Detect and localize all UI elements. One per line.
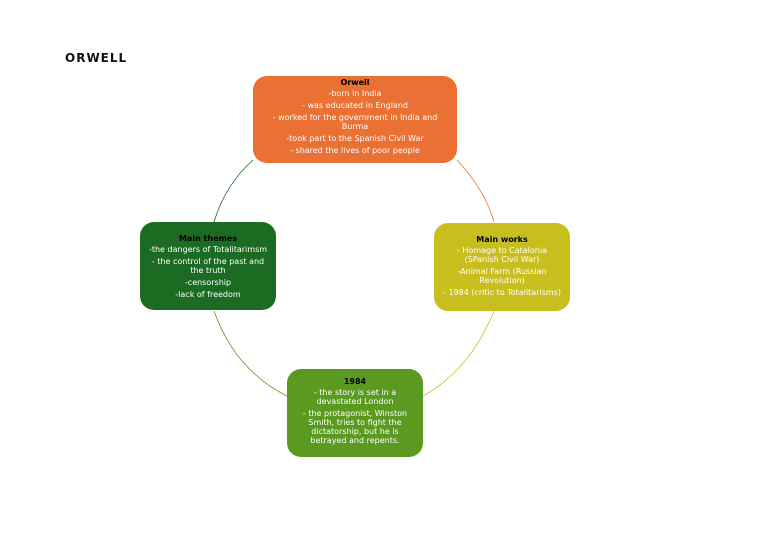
node-orwell-title: Orwell [340,78,370,87]
list-item: - 1984 (critic to Totalitarisms) [443,288,561,297]
node-1984-list: - the story is set in a devastated Londo… [295,388,415,445]
list-item: - worked for the government in India and… [272,113,438,131]
list-item: - shared the lives of poor people [290,146,420,155]
list-item: -lack of freedom [175,290,241,299]
node-main-works-list: - Homage to Catalonia (SPanish Civil War… [442,246,562,297]
list-item: - the control of the past and the truth [151,257,265,275]
list-item: -censorship [184,278,232,287]
list-item: -the dangers of Totalitarimsm [148,245,268,254]
page-title: ORWELL [65,51,128,65]
node-orwell-list: -born in India - was educated in England… [261,89,449,155]
list-item: -Animal Farm (Russian Revolution) [457,267,547,285]
list-item: - the protagonist, Winston Smith, tries … [302,409,408,445]
node-main-themes-list: -the dangers of Totalitarimsm - the cont… [148,245,268,299]
connector-themes-orwell [213,159,254,223]
node-main-works-title: Main works [476,235,528,244]
node-1984[interactable]: 1984 - the story is set in a devastated … [287,369,423,457]
node-main-themes[interactable]: Main themes -the dangers of Totalitarims… [140,222,276,310]
node-main-works[interactable]: Main works - Homage to Catalonia (SPanis… [434,223,570,311]
list-item: - the story is set in a devastated Londo… [313,388,397,406]
node-main-themes-title: Main themes [178,234,238,243]
list-item: -took part to the Spanish Civil War [286,134,424,143]
list-item: -born in India [328,89,382,98]
list-item: - was educated in England [302,101,408,110]
connector-works-1984 [422,310,495,397]
connector-orwell-works [456,159,495,223]
list-item: - Homage to Catalonia (SPanish Civil War… [457,246,547,264]
node-1984-title: 1984 [343,377,367,386]
connector-1984-themes [213,310,288,397]
node-orwell[interactable]: Orwell -born in India - was educated in … [253,76,457,163]
